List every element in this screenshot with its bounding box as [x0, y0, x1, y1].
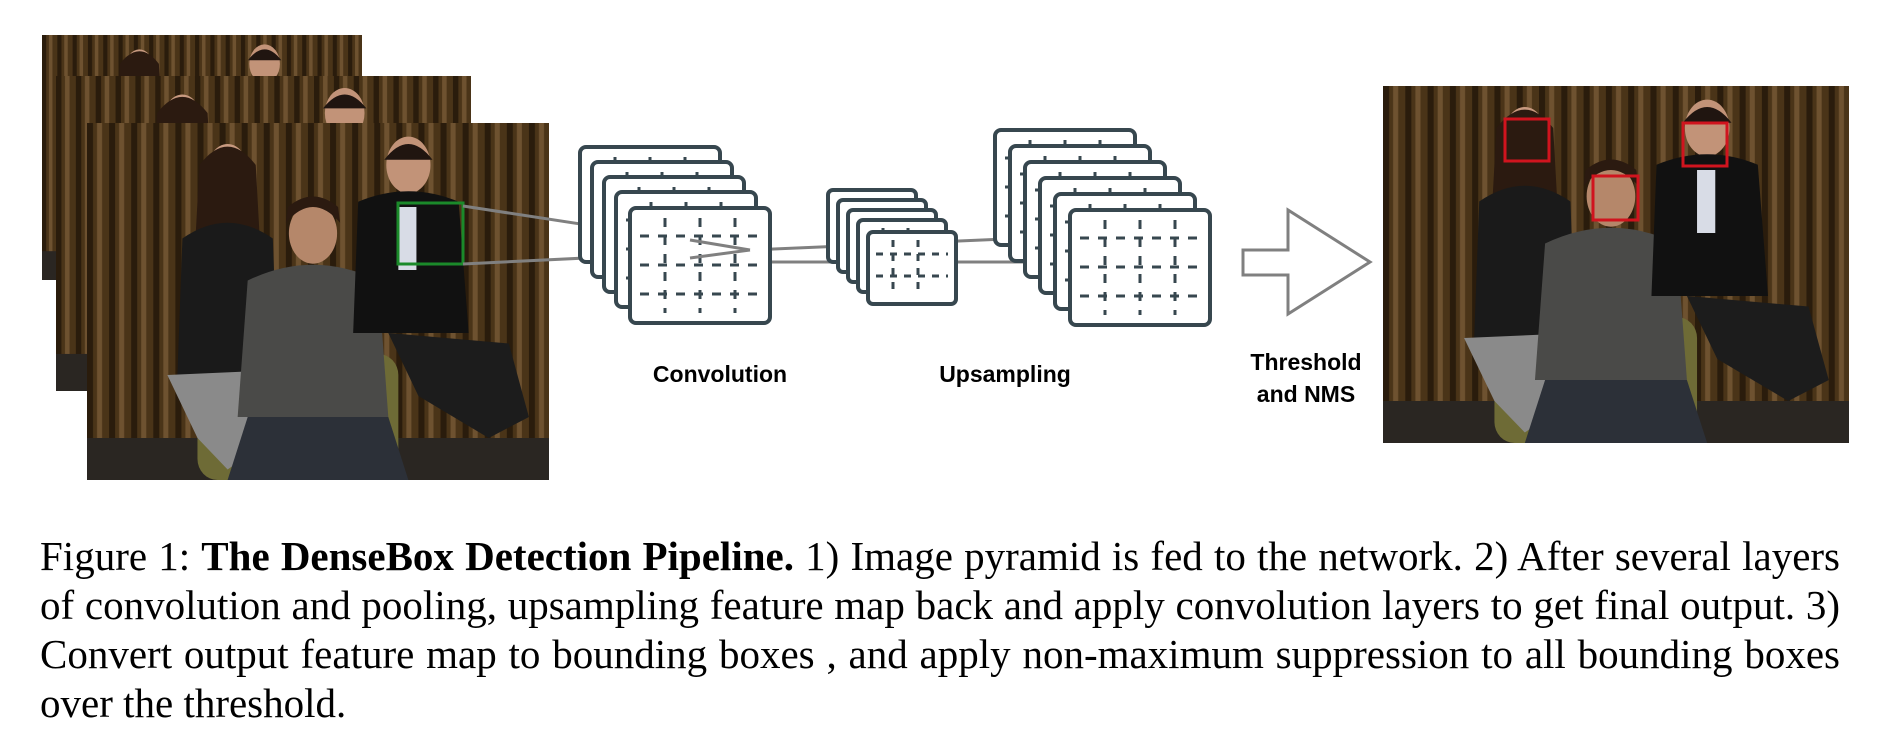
detection-box	[1681, 121, 1729, 168]
detection-box	[1591, 174, 1640, 222]
input-face-box	[396, 201, 465, 266]
threshold-label-line1: Threshold	[1250, 349, 1361, 375]
detection-box	[1503, 117, 1551, 163]
threshold-label-line2: and NMS	[1257, 381, 1355, 407]
upsampling-label: Upsampling	[939, 361, 1071, 387]
threshold-arrow-icon	[1241, 207, 1373, 317]
convolution-label: Convolution	[653, 361, 787, 387]
caption-title: The DenseBox Detection Pipeline.	[201, 533, 794, 579]
pyramid-image-large	[87, 123, 549, 480]
caption-prefix: Figure 1:	[40, 533, 202, 579]
upsampling-feature-maps	[993, 128, 1212, 327]
pipeline-diagram: Convolution Upsampling Threshold and NMS	[42, 35, 1849, 480]
pooled-feature-maps	[826, 188, 958, 306]
convolution-feature-maps	[578, 145, 772, 325]
connector-lines-front	[689, 238, 751, 260]
output-image	[1383, 86, 1849, 443]
figure-caption: Figure 1: The DenseBox Detection Pipelin…	[40, 532, 1840, 728]
image-pyramid	[42, 35, 549, 480]
caption-body: 1) Image pyramid is fed to the network. …	[40, 533, 1840, 726]
